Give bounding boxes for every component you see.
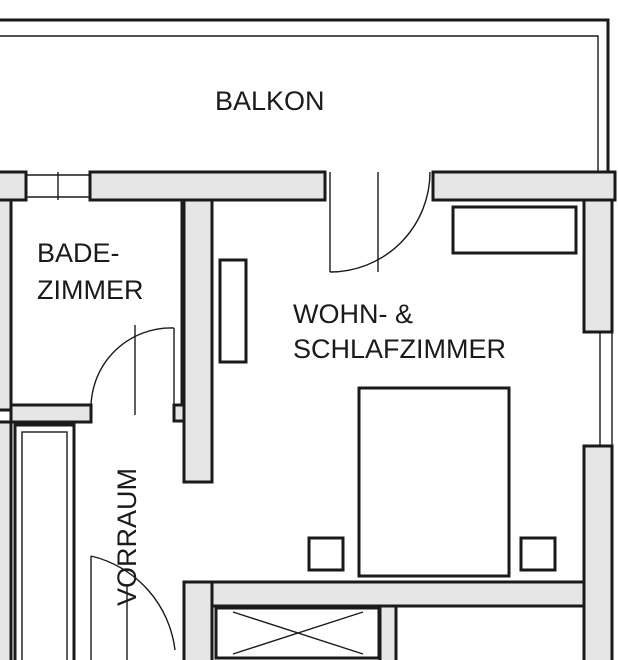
night-table-right bbox=[519, 536, 557, 572]
balcony-inner-rail bbox=[0, 35, 599, 172]
label-bad-2: ZIMMER bbox=[37, 275, 143, 305]
wall-bottom bbox=[182, 580, 586, 608]
wall-top-right bbox=[431, 170, 617, 202]
wall-right-upper bbox=[582, 198, 614, 334]
wall-partition bbox=[182, 198, 214, 484]
label-wohn-2: SCHLAFZIMMER bbox=[293, 334, 506, 364]
label-bad-1: BADE- bbox=[37, 238, 120, 268]
label-vorraum: VORRAUM bbox=[112, 468, 142, 606]
wall-left-upper bbox=[0, 198, 13, 412]
window-right bbox=[599, 332, 613, 446]
label-balkon: BALKON bbox=[215, 86, 325, 116]
wall-left-lower bbox=[0, 420, 13, 660]
bathroom-door bbox=[90, 327, 175, 411]
wall-bottom-stub bbox=[378, 604, 398, 660]
wall-bottom-left bbox=[182, 580, 214, 660]
wall-bath-bottom bbox=[9, 403, 93, 424]
label-wohn-1: WOHN- & bbox=[293, 299, 413, 329]
entrance-door bbox=[90, 555, 176, 660]
bed bbox=[357, 386, 511, 578]
closet bbox=[214, 606, 381, 660]
wardrobe bbox=[218, 258, 248, 364]
balcony-door bbox=[329, 171, 431, 273]
wall-right-lower bbox=[582, 444, 614, 660]
wall-top-center bbox=[88, 170, 327, 202]
night-table-left bbox=[307, 536, 345, 572]
hall-cabinet bbox=[13, 423, 76, 660]
balcony: BALKON bbox=[0, 18, 610, 172]
desk bbox=[451, 205, 578, 255]
window-bathroom bbox=[26, 172, 90, 200]
wall-top-left bbox=[0, 170, 28, 202]
balcony-outline bbox=[0, 18, 610, 172]
